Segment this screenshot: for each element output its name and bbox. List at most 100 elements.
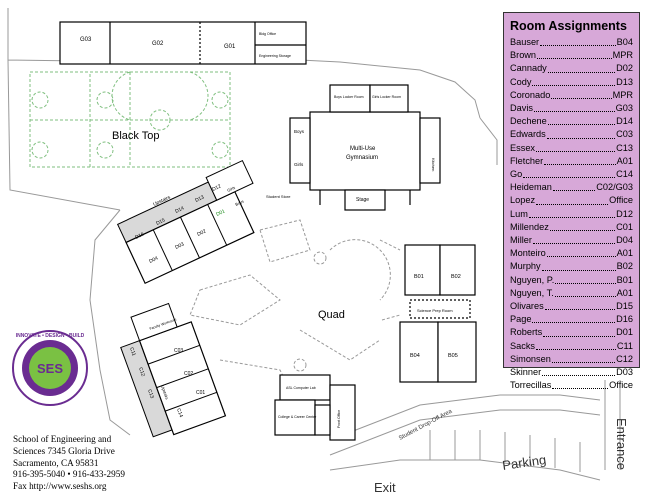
room-d02: D02	[196, 228, 207, 237]
room-c11: C11	[128, 347, 137, 358]
room-assignment-row: Edwards C03	[510, 128, 633, 141]
d-building	[116, 159, 255, 285]
engineering-storage-label: Engineering Storage	[259, 54, 291, 58]
room-assignment-room: MPR	[612, 50, 633, 61]
room-c12: C12	[137, 367, 146, 378]
room-assignments-title: Room Assignments	[510, 19, 627, 33]
room-assignment-leader	[552, 379, 609, 390]
college-career-label: College & Career Center	[278, 415, 317, 419]
room-assignment-room: MPR	[612, 89, 633, 100]
room-assignment-leader	[532, 76, 616, 86]
room-assignment-leader	[533, 102, 615, 113]
boys-locker-label: Boys Locker Room	[334, 95, 364, 99]
room-assignment-name: Olivares	[510, 301, 544, 312]
room-assignment-leader	[537, 49, 612, 60]
b-building	[399, 244, 477, 383]
room-assignment-name: Cannady	[510, 63, 547, 74]
room-assignment-room: D16	[616, 314, 633, 325]
room-assignment-row: Nguyen, T.A01	[510, 287, 633, 300]
school-info-line3: Sacramento, CA 95831	[13, 457, 99, 468]
room-assignment-name: Murphy	[510, 261, 541, 272]
room-d13: D13	[194, 194, 205, 203]
kitchen-label: Kitchen	[431, 158, 436, 171]
room-assignment-leader	[540, 36, 616, 47]
room-b01: B01	[414, 274, 424, 280]
room-assignment-leader	[536, 194, 609, 205]
room-assignment-row: Fletcher A01	[510, 155, 633, 168]
room-assignment-row: Monteiro A01	[510, 247, 633, 260]
boys-restroom-label: Boys	[234, 199, 244, 207]
room-assignment-name: Miller	[510, 235, 532, 246]
girls-gym-label: Girls	[294, 162, 304, 167]
room-assignment-leader	[547, 62, 616, 73]
front-office-label: Front Office	[337, 410, 341, 428]
room-assignment-room: C13	[616, 142, 633, 153]
room-assignment-leader	[541, 260, 616, 271]
room-assignment-leader	[542, 366, 616, 377]
room-assignment-name: Simonsen	[510, 353, 551, 364]
stage-label: Stage	[356, 197, 369, 203]
room-d15: D15	[155, 217, 166, 226]
room-assignment-name: Essex	[510, 142, 536, 153]
school-info-line4: 916-395-5040 • 916-433-2959	[13, 469, 125, 480]
room-b05: B05	[448, 353, 458, 359]
room-assignment-name: Roberts	[510, 327, 543, 338]
room-assignment-leader	[536, 142, 616, 152]
campus-outline	[7, 8, 621, 481]
exit-label: Exit	[374, 480, 396, 495]
room-c01: C01	[196, 390, 205, 396]
room-assignment-leader	[544, 155, 616, 166]
room-assignment-name: Fletcher	[510, 155, 544, 166]
room-assignment-leader	[543, 326, 616, 337]
room-assignment-leader	[549, 221, 616, 232]
room-assignment-room: D02	[616, 63, 633, 74]
school-info: School of Engineering and Sciences 7345 …	[13, 434, 183, 493]
room-c13: C13	[146, 389, 155, 400]
room-assignment-room: A01	[616, 155, 633, 166]
room-assignment-name: Millendez	[510, 221, 549, 232]
room-d01: D01	[215, 208, 226, 217]
seal-center-text: SES	[37, 361, 63, 376]
multi-use-label: Multi-Use	[350, 146, 376, 152]
room-b02: B02	[451, 274, 461, 280]
room-assignment-name: Edwards	[510, 129, 546, 140]
room-d04: D04	[148, 255, 159, 264]
room-g02: G02	[152, 41, 164, 47]
upstairs-bottom-label: Upstairs	[160, 385, 170, 400]
room-c02: C02	[184, 371, 193, 377]
room-assignment-row: Essex C13	[510, 142, 633, 155]
room-assignment-name: Lum	[510, 208, 528, 219]
room-assignment-leader	[546, 247, 616, 258]
room-assignment-room: A01	[616, 248, 633, 259]
school-info-line5: Fax http://www.seshs.org	[13, 481, 107, 492]
room-assignment-room: D03	[616, 367, 633, 378]
room-assignment-leader	[528, 208, 616, 218]
room-d03: D03	[174, 241, 185, 250]
black-top-label: Black Top	[112, 130, 160, 142]
school-info-line2: Sciences 7345 Gloria Drive	[13, 445, 115, 456]
room-assignment-room: Office	[609, 195, 633, 206]
gymnasium-label: Gymnasium	[346, 155, 378, 161]
room-assignment-name: Page	[510, 314, 532, 325]
room-assignment-room: C03	[616, 129, 633, 140]
room-assignment-name: Monteiro	[510, 248, 546, 259]
parking-label: Parking	[501, 452, 547, 473]
room-assignment-row: Nguyen, P.B01	[510, 274, 633, 287]
room-assignment-leader	[523, 168, 616, 179]
room-assignment-room: D13	[616, 76, 633, 87]
room-assignment-name: Go	[510, 169, 523, 180]
